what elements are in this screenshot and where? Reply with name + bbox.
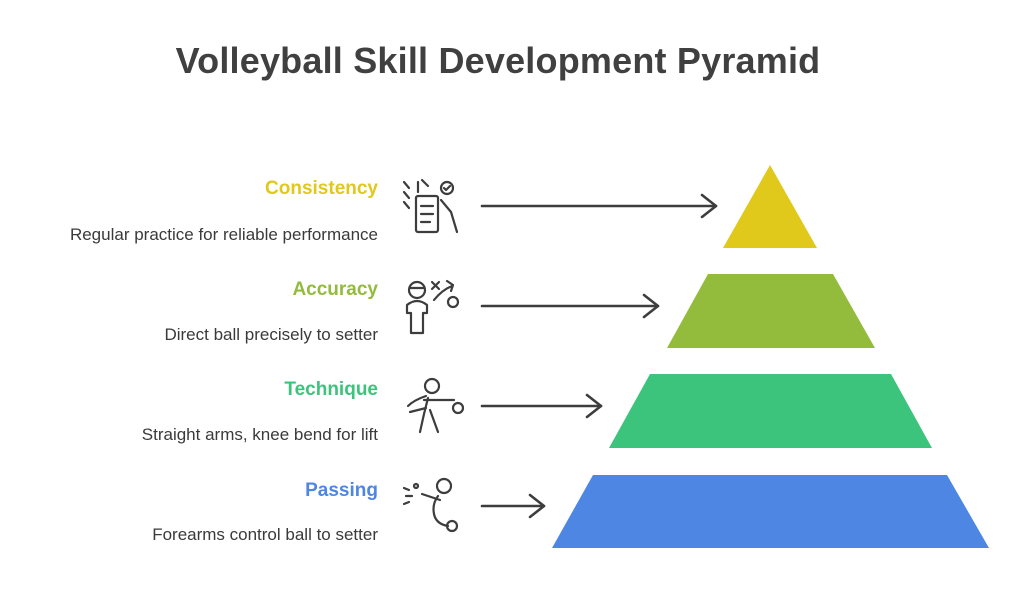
page-title: Volleyball Skill Development Pyramid xyxy=(175,40,821,81)
pyramid-tier-technique xyxy=(609,374,932,448)
arrow-technique xyxy=(480,393,603,419)
forearm-pass-icon xyxy=(402,477,459,533)
passing-stance-icon xyxy=(406,377,465,434)
level-desc-passing: Forearms control ball to setter xyxy=(152,525,378,544)
level-desc-technique: Straight arms, knee bend for lift xyxy=(141,425,378,444)
checklist-person-icon xyxy=(402,178,459,234)
level-desc-accuracy: Direct ball precisely to setter xyxy=(164,325,378,344)
level-desc-consistency: Regular practice for reliable performanc… xyxy=(69,225,378,244)
level-label-passing: Passing xyxy=(305,480,378,501)
pyramid-tier-accuracy xyxy=(667,274,875,348)
level-label-accuracy: Accuracy xyxy=(292,279,378,300)
level-label-technique: Technique xyxy=(284,379,378,400)
pyramid-tier-consistency xyxy=(723,165,817,248)
strategy-player-icon xyxy=(405,279,460,335)
level-label-consistency: Consistency xyxy=(265,178,378,199)
arrow-passing xyxy=(480,493,546,519)
arrow-consistency xyxy=(480,193,718,219)
pyramid-tier-passing xyxy=(552,475,989,548)
arrow-accuracy xyxy=(480,293,660,319)
